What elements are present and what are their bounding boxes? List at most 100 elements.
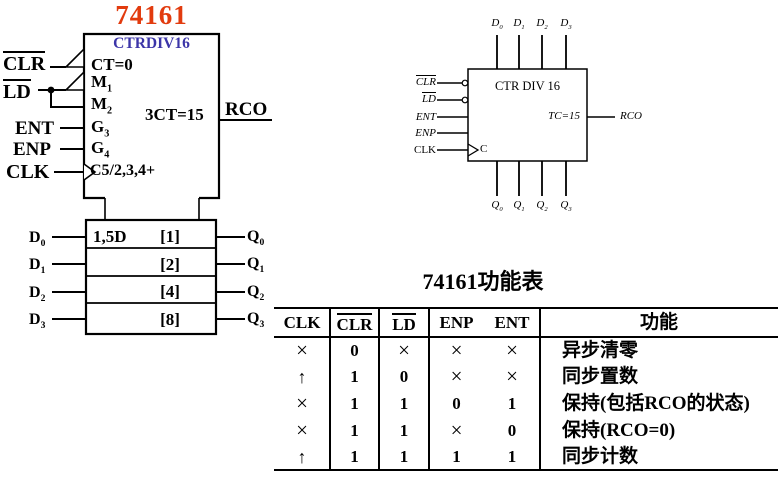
cell-clr: 1 xyxy=(350,393,359,413)
simple-clk-label: CLK xyxy=(414,144,436,156)
function-table-title: 74161功能表 xyxy=(422,269,544,294)
table-column-rules xyxy=(329,308,541,470)
simple-d2-label: D2 xyxy=(536,17,548,32)
cell-clk: ↑ xyxy=(297,446,307,467)
table-rules xyxy=(274,307,778,471)
header-func: 功能 xyxy=(639,312,678,333)
cell-ent: 0 xyxy=(507,420,517,440)
table-row: × 0 × × × 异步清零 xyxy=(274,337,778,364)
m1-pin-label: M1 xyxy=(91,72,113,95)
cell-func: 同步计数 xyxy=(562,446,639,468)
ld-input-label: LD xyxy=(3,79,31,103)
ld-polarity-triangle-icon xyxy=(64,70,85,91)
ent-input-label: ENT xyxy=(15,118,55,139)
iec-symbol-wires xyxy=(38,47,272,320)
function-table-header-row: CLK CLR LD ENP ENT 功能 xyxy=(274,309,778,336)
simple-q2-label: Q2 xyxy=(536,199,548,214)
simple-q0-label: Q0 xyxy=(491,199,503,214)
cell-clr: 1 xyxy=(350,420,359,440)
simple-box-title: CTR DIV 16 xyxy=(494,79,561,93)
clk-input-label: CLK xyxy=(6,161,50,183)
register-row-dividers xyxy=(86,247,216,304)
q-output-wires xyxy=(216,236,245,320)
g3-pin-label: G3 xyxy=(91,117,110,140)
table-row: ↑ 1 0 × × 同步置数 xyxy=(274,364,778,391)
q3-label: Q3 xyxy=(247,310,265,331)
d-input-wires xyxy=(52,236,86,320)
enp-input-label: ENP xyxy=(13,139,51,160)
simple-ld-label: LD xyxy=(421,92,436,105)
d0-label: D0 xyxy=(29,229,46,250)
cell-clk: ↑ xyxy=(297,366,307,387)
g4-pin-label: G4 xyxy=(91,138,110,161)
simple-d0-label: D0 xyxy=(491,17,503,32)
d2-label: D2 xyxy=(29,284,46,305)
chip-title: 74161 xyxy=(115,0,188,30)
simple-rco-label: RCO xyxy=(620,110,642,122)
iec-inner-title: CTRDIV16 xyxy=(113,35,190,52)
cell-ld: 1 xyxy=(399,420,409,440)
header-clk: CLK xyxy=(283,313,321,332)
simple-enp-label: ENP xyxy=(415,127,436,139)
cell-ld: 0 xyxy=(399,367,409,387)
simple-clock-c-label: C xyxy=(480,143,488,155)
cell-func: 保持(RCO=0) xyxy=(562,419,676,441)
header-ent: ENT xyxy=(494,313,530,332)
weight-label-8: [8] xyxy=(160,310,180,329)
register-cell-label: 1,5D xyxy=(93,227,127,246)
cell-clk: × xyxy=(296,337,308,362)
ct0-pin-label: CT=0 xyxy=(91,55,133,74)
simple-bottom-pin-wires xyxy=(496,161,567,196)
cell-func: 保持(包括RCO的状态) xyxy=(562,392,750,414)
header-enp: ENP xyxy=(439,313,474,332)
simple-tc-label: TC=15 xyxy=(548,110,580,122)
cell-ld: 1 xyxy=(399,447,409,467)
cell-enp: 1 xyxy=(452,447,461,467)
cell-ent: × xyxy=(506,337,518,362)
simple-left-pin-wires xyxy=(437,82,468,151)
cell-enp: × xyxy=(450,337,463,362)
simple-d1-label: D1 xyxy=(513,17,525,32)
simple-symbol-shapes xyxy=(437,35,615,196)
rco-pin-label: RCO xyxy=(225,99,268,120)
header-clr: CLR xyxy=(336,312,373,334)
iec-symbol-outline xyxy=(82,32,221,336)
clr-bubble-icon xyxy=(461,79,469,87)
table-row: ↑ 1 1 1 1 同步计数 xyxy=(274,443,778,470)
simple-q3-label: Q3 xyxy=(560,199,572,214)
simple-q1-label: Q1 xyxy=(513,199,525,214)
cell-enp: × xyxy=(450,417,463,442)
simple-ent-label: ENT xyxy=(415,111,436,123)
weight-label-2: [2] xyxy=(160,255,180,274)
function-table-body: × 0 × × × 异步清零 ↑ 1 0 × × 同步置数 × 1 1 0 1 … xyxy=(274,337,778,470)
simple-box-outline xyxy=(467,68,588,162)
weight-label-1: [1] xyxy=(160,227,180,246)
cell-clk: × xyxy=(296,417,308,442)
simple-clk-triangle-icon xyxy=(467,143,480,157)
simple-clr-label: CLR xyxy=(415,75,436,88)
table-row: × 1 1 × 0 保持(RCO=0) xyxy=(274,417,778,444)
weight-label-4: [4] xyxy=(160,282,180,301)
m2-branch-wire xyxy=(50,90,84,108)
cell-ld: × xyxy=(398,337,410,362)
cell-enp: × xyxy=(450,364,463,389)
cell-ent: 1 xyxy=(507,393,517,413)
register-block-outline xyxy=(84,218,218,336)
cell-clr: 0 xyxy=(350,340,359,360)
cell-clk: × xyxy=(296,390,308,415)
simple-top-pin-wires xyxy=(496,35,567,69)
clr-polarity-triangle-icon xyxy=(64,47,85,68)
cell-clr: 1 xyxy=(350,447,359,467)
simple-d3-label: D3 xyxy=(560,17,572,32)
m2-pin-label: M2 xyxy=(91,94,113,117)
tc15-inner-label: 3CT=15 xyxy=(145,105,204,124)
q2-label: Q2 xyxy=(247,283,265,304)
cell-func: 同步置数 xyxy=(562,366,639,388)
d1-label: D1 xyxy=(29,256,46,277)
d3-label: D3 xyxy=(29,311,46,332)
cell-enp: 0 xyxy=(452,393,461,413)
cell-ent: × xyxy=(506,364,518,389)
cell-func: 异步清零 xyxy=(562,339,639,361)
